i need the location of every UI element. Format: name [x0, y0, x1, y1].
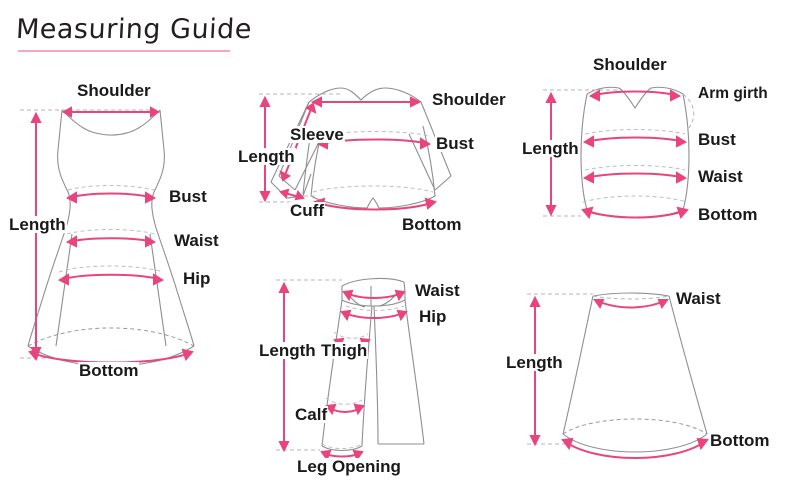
dress-label-waist: Waist — [173, 231, 220, 250]
skirt-label-bottom: Bottom — [709, 431, 771, 450]
dress-label-length: Length — [8, 215, 67, 234]
dress-label-hip: Hip — [182, 269, 212, 288]
skirt-svg — [527, 292, 709, 459]
pants-label-leg-opening: Leg Opening — [296, 457, 402, 476]
pants-label-length: Length — [258, 341, 317, 360]
dress-label-shoulder: Shoulder — [76, 81, 152, 100]
top-label-bust: Bust — [435, 134, 475, 153]
pants-label-thigh: Thigh — [320, 341, 369, 360]
top-label-cuff: Cuff — [289, 201, 325, 220]
tank-label-arm-girth: Arm girth — [697, 85, 769, 102]
top-label-sleeve: Sleeve — [289, 125, 345, 144]
top-label-length: Length — [237, 147, 296, 166]
tank-svg — [543, 86, 695, 219]
dress-diagram: Shoulder Bust Waist Hip Length Bottom — [8, 82, 230, 388]
tank-label-waist: Waist — [697, 167, 744, 186]
tank-label-bottom: Bottom — [697, 205, 759, 224]
page-title-block: Measuring Guide — [15, 14, 276, 62]
tank-diagram: Shoulder Arm girth Bust Waist Bottom Len… — [521, 55, 795, 238]
pants-svg — [276, 278, 425, 462]
top-label-shoulder: Shoulder — [431, 90, 507, 109]
pants-label-waist: Waist — [414, 281, 461, 300]
top-diagram: Shoulder Sleeve Bust Length Cuff Bottom — [237, 78, 507, 243]
top-label-bottom: Bottom — [401, 215, 463, 234]
tank-label-shoulder: Shoulder — [592, 55, 668, 74]
tank-label-bust: Bust — [697, 130, 737, 149]
skirt-label-waist: Waist — [675, 289, 722, 308]
pants-label-hip: Hip — [418, 307, 448, 326]
skirt-diagram: Waist Length Bottom — [505, 272, 785, 472]
dress-svg — [20, 106, 195, 367]
pants-diagram: Waist Hip Length Thigh Calf Leg Opening — [258, 262, 508, 487]
skirt-label-length: Length — [505, 353, 564, 372]
dress-label-bust: Bust — [168, 187, 208, 206]
title-underline — [18, 50, 230, 52]
pants-label-calf: Calf — [294, 405, 329, 424]
dress-label-bottom: Bottom — [78, 361, 140, 380]
page-title: Measuring Guide — [15, 14, 253, 45]
tank-label-length: Length — [521, 139, 580, 158]
